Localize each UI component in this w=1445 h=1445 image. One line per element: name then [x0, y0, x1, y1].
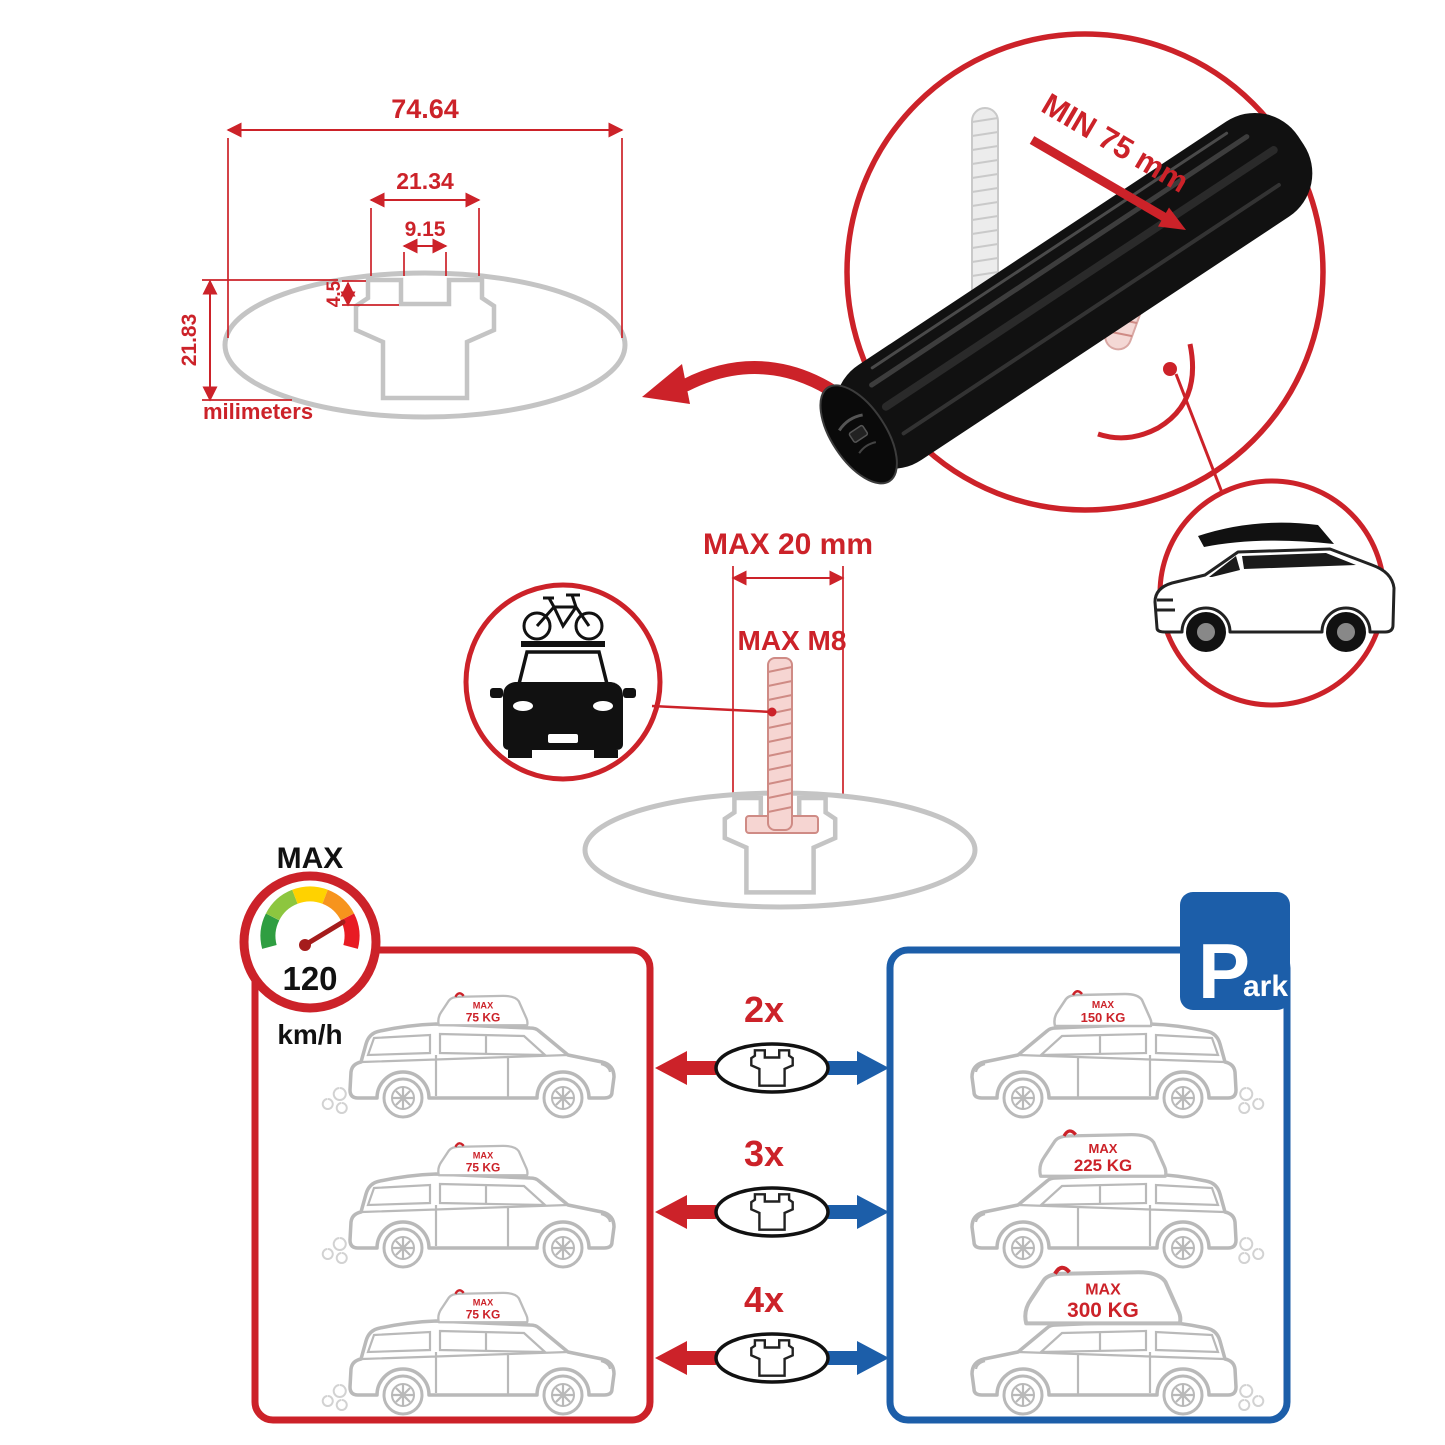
- svg-text:75 KG: 75 KG: [466, 1011, 501, 1025]
- svg-text:225 KG: 225 KG: [1074, 1156, 1132, 1175]
- svg-text:MAX: MAX: [1085, 1282, 1121, 1299]
- zoom-circle: [844, 31, 1326, 513]
- svg-text:300 KG: 300 KG: [1067, 1299, 1139, 1322]
- speedometer-arc: [260, 886, 360, 949]
- multiplier-row-1: 2x: [655, 989, 889, 1094]
- svg-text:MAX: MAX: [1092, 1000, 1115, 1011]
- right-arrow: [828, 1341, 889, 1375]
- multiplier-row-2: 3x: [655, 1133, 889, 1238]
- suv-roofbox-view: [1153, 478, 1396, 708]
- svg-text:MAX: MAX: [473, 1298, 494, 1308]
- multiplier-label: 3x: [744, 1133, 784, 1174]
- roof-bag-left-3: MAX 75 KG: [437, 1289, 529, 1324]
- parking-sign: P ark: [1180, 892, 1290, 1015]
- svg-text:75 KG: 75 KG: [466, 1161, 501, 1175]
- dim-height-label: 21.83: [178, 314, 201, 367]
- parking-sign-p: P: [1198, 927, 1250, 1015]
- roof-bag-right-3: MAX 300 KG: [1025, 1265, 1180, 1324]
- u-bolt-thread-left: [971, 107, 999, 304]
- suv-roofbox-icon: [1153, 522, 1396, 652]
- dim-clamp-width-label: 21.34: [396, 168, 454, 194]
- roof-bag-right-2: MAX 225 KG: [1038, 1129, 1168, 1178]
- dim-slot-width-label: 9.15: [405, 218, 446, 241]
- speed-max-label: MAX: [277, 842, 344, 875]
- crossbar-photo: [819, 112, 1313, 485]
- speed-value: 120: [282, 960, 337, 997]
- left-arrow: [655, 1051, 716, 1085]
- svg-text:MAX: MAX: [473, 1151, 494, 1161]
- crossbar-end-cap: [819, 384, 898, 485]
- u-bolt-hook: [1097, 343, 1196, 441]
- right-arrow: [828, 1195, 889, 1229]
- roof-bag-left-1: MAX 75 KG: [437, 992, 529, 1027]
- dim-total-width-label: 74.64: [391, 94, 459, 124]
- speed-limit-badge: MAX 120 km/h: [239, 842, 381, 1050]
- car-front-icon: [490, 641, 636, 758]
- min-grip-label: MIN 75 mm: [1036, 86, 1195, 199]
- roof-bag-right-1: MAX 150 KG: [1053, 990, 1153, 1028]
- speedometer-pivot: [299, 939, 311, 951]
- units-label: milimeters: [203, 399, 313, 424]
- svg-text:MAX: MAX: [1089, 1141, 1118, 1156]
- bolt-icon: [745, 657, 819, 834]
- right-arrow: [828, 1051, 889, 1085]
- left-arrow: [655, 1341, 716, 1375]
- min-grip-arrowhead: [1158, 207, 1186, 230]
- dim-slot-depth-label: 4.5: [324, 280, 345, 307]
- parking-sign-ark: ark: [1243, 970, 1288, 1003]
- bolt-detail-section: MAX 20 mm MAX M8: [463, 528, 978, 910]
- svg-text:150 KG: 150 KG: [1081, 1010, 1126, 1025]
- profile-dimension-diagram: 74.64 21.34 9.15 4.5 21.83 milimeters: [178, 94, 628, 424]
- multiplier-label: 4x: [744, 1279, 784, 1320]
- bolt-max-length-label: MAX 20 mm: [703, 528, 873, 561]
- bolt-pointer-dot: [767, 707, 777, 717]
- bicycle-icon: [522, 593, 604, 641]
- svg-text:MAX: MAX: [473, 1001, 494, 1011]
- multiplier-row-3: 4x: [655, 1279, 889, 1384]
- bolt-max-thread-label: MAX M8: [738, 625, 847, 656]
- pointer-line-to-bolt: [651, 704, 773, 714]
- svg-text:75 KG: 75 KG: [466, 1308, 501, 1322]
- min-grip-arrow: [1029, 136, 1167, 221]
- speedometer-needle: [302, 919, 346, 948]
- roof-bag-left-2: MAX 75 KG: [437, 1142, 529, 1177]
- attachment-point-dot: [1163, 362, 1177, 376]
- link-line-to-car: [1174, 373, 1230, 509]
- left-arrow: [655, 1195, 716, 1229]
- crossbar-detail-view: MIN 75 mm: [819, 31, 1326, 513]
- speed-unit: km/h: [277, 1019, 342, 1050]
- multiplier-label: 2x: [744, 989, 784, 1030]
